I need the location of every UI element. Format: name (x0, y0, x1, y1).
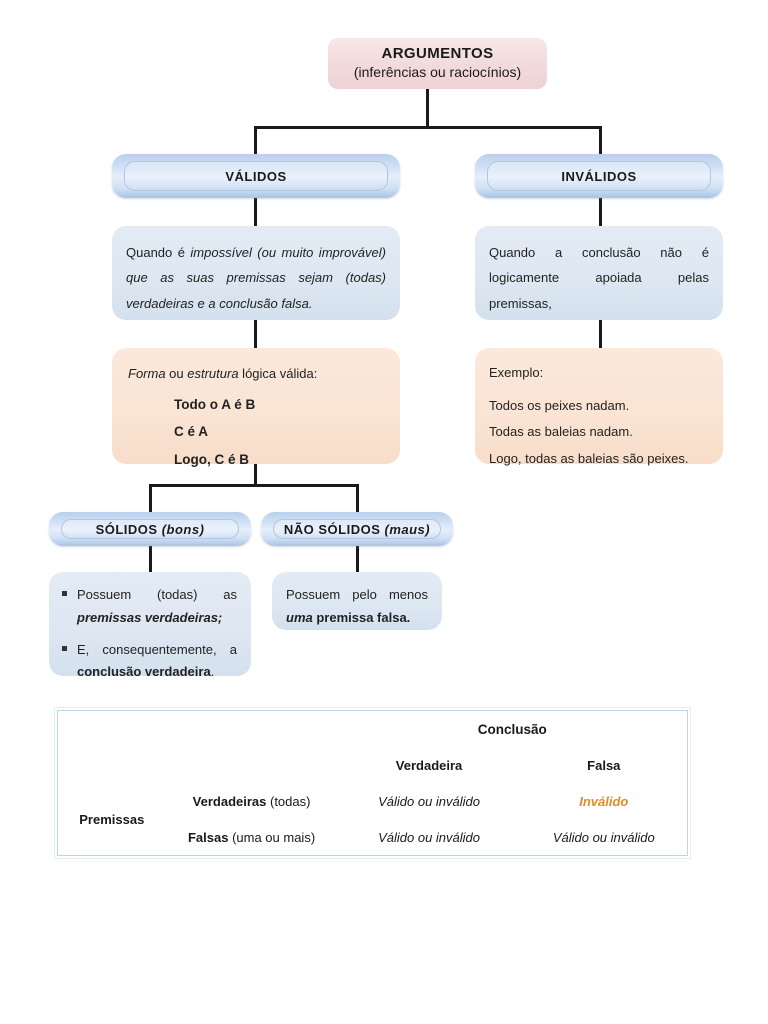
table-col-group-header: Conclusão (477, 721, 547, 737)
panel-nao-solidos-text: Possuem pelo menos uma premissa falsa. (272, 572, 442, 630)
row-header-bold-2: Falsas (187, 829, 229, 845)
syllogism-premise-2: C é A (174, 424, 209, 440)
solidos-bullet-2-tail: . (210, 664, 215, 680)
table-row: Premissas Verdadeiras (todas) Válido ou … (58, 783, 687, 827)
panel-solidos-bullets: Possuem (todas) as premissas verdadeiras… (49, 572, 251, 679)
solidos-bullet-1-emph: premissas verdadeiras; (77, 609, 223, 625)
list-item: E, consequentemente, a conclusão verdade… (61, 639, 237, 685)
panel-exemplo: Exemplo: Todos os peixes nadam. Todas as… (475, 348, 723, 466)
exemplo-line-3: Logo, todas as baleias são peixes. (489, 450, 689, 466)
table-cell-ff: Válido ou inválido (552, 829, 655, 845)
table-cell-blank (58, 747, 166, 783)
table-row-header-falsas: Falsas (uma ou mais) (166, 819, 338, 855)
row-header-bold-1: Verdadeiras (192, 793, 267, 809)
table-cell-fv: Válido ou inválido (378, 829, 480, 845)
solidos-bullet-1-plain: Possuem (todas) as (77, 587, 237, 602)
connector-root-split (254, 126, 602, 129)
exemplo-line-2: Todas as baleias nadam. (489, 424, 633, 440)
connector-solidos-to-bullets (149, 546, 152, 572)
nao-solidos-text-plain: Possuem pelo menos (286, 587, 428, 602)
connector-nao-solidos-to-text (356, 546, 359, 572)
syllogism-premise-1: Todo o A é B (174, 396, 256, 412)
list-item: Possuem (todas) as premissas verdadeiras… (61, 584, 237, 630)
argumentos-subtitle: (inferências ou raciocínios) (353, 64, 522, 81)
connector-to-validos (254, 126, 257, 154)
connector-form-split (149, 484, 359, 487)
solidos-bullet-list: Possuem (todas) as premissas verdadeiras… (61, 584, 237, 684)
bullet-square-icon (62, 645, 67, 651)
solidos-qualifier: (bons) (161, 521, 205, 537)
solidos-label: SÓLIDOS (95, 521, 158, 537)
panel-forma-logica: Forma ou estrutura lógica válida: Todo o… (112, 348, 400, 467)
panel-validos-definition: Quando é impossível (ou muito improvável… (112, 226, 400, 320)
table-row: Falsas (uma ou mais) Válido ou inválido … (58, 819, 687, 855)
connector-validos-to-definition (254, 198, 257, 226)
connector-root-down (426, 88, 429, 128)
table-cell-vf: Inválido (579, 793, 629, 809)
exemplo-line-1: Todos os peixes nadam. (489, 397, 630, 413)
connector-to-solidos (149, 484, 152, 512)
node-solidos[interactable]: SÓLIDOS (bons) (49, 512, 251, 546)
connector-to-invalidos (599, 126, 602, 154)
invalidos-definition-text: Quando a conclusão não é logicamente apo… (489, 245, 709, 311)
table-row-group-header: Conclusão (58, 711, 687, 747)
table-cell-blank (58, 711, 166, 747)
nao-solidos-label-wrap: NÃO SÓLIDOS (maus) (273, 519, 441, 539)
logic-table-grid: Conclusão Verdadeira Falsa Premissas Ver… (58, 711, 687, 855)
connector-form-down (254, 464, 257, 486)
estrutura-word: estrutura (187, 366, 239, 381)
solidos-label-wrap: SÓLIDOS (bons) (61, 519, 239, 539)
syllogism-conclusion: Logo, C é B (174, 452, 249, 468)
validos-definition-italic: impossível (ou muito improvável) que as … (126, 245, 386, 311)
nao-solidos-qualifier: (maus) (384, 521, 431, 537)
table-col-header-verdadeira: Verdadeira (395, 757, 463, 773)
invalidos-label: INVÁLIDOS (487, 161, 711, 191)
forma-ou: ou (165, 366, 188, 381)
connector-definition-to-form (254, 320, 257, 348)
logic-table: Conclusão Verdadeira Falsa Premissas Ver… (54, 707, 691, 859)
connector-to-nao-solidos (356, 484, 359, 512)
table-row-group-header: Premissas (79, 811, 145, 827)
bullet-square-icon (62, 591, 67, 596)
row-header-rest-1: (todas) (266, 793, 311, 809)
table-cell-vv: Válido ou inválido (378, 793, 480, 809)
validos-definition-plain: Quando é (126, 245, 191, 260)
exemplo-head: Exemplo: (489, 365, 544, 380)
row-header-rest-2: (uma ou mais) (228, 829, 316, 845)
validos-label: VÁLIDOS (124, 161, 388, 191)
forma-tail: lógica válida: (238, 366, 318, 381)
table-col-header-falsa: Falsa (587, 757, 621, 773)
connector-definition-to-example (599, 320, 602, 348)
solidos-bullet-2-emph: conclusão verdadeira (77, 664, 211, 680)
node-argumentos[interactable]: ARGUMENTOS (inferências ou raciocínios) (328, 38, 547, 89)
forma-word: Forma (128, 366, 166, 381)
table-row-header-verdadeiras: Verdadeiras (todas) (166, 783, 338, 819)
panel-invalidos-definition: Quando a conclusão não é logicamente apo… (475, 226, 723, 320)
node-invalidos[interactable]: INVÁLIDOS (475, 154, 723, 198)
table-cell-blank (166, 747, 338, 783)
solidos-bullet-2-plain: E, consequentemente, a (77, 641, 237, 657)
table-cell-blank (166, 711, 338, 747)
connector-invalidos-to-definition (599, 198, 602, 226)
nao-solidos-label: NÃO SÓLIDOS (283, 521, 381, 537)
nao-solidos-text-bold: premissa falsa. (312, 609, 411, 625)
table-row-col-headers: Verdadeira Falsa (58, 747, 687, 783)
node-nao-solidos[interactable]: NÃO SÓLIDOS (maus) (261, 512, 453, 546)
nao-solidos-text-italic: uma (286, 609, 313, 625)
node-validos[interactable]: VÁLIDOS (112, 154, 400, 198)
argumentos-title: ARGUMENTOS (381, 45, 494, 63)
